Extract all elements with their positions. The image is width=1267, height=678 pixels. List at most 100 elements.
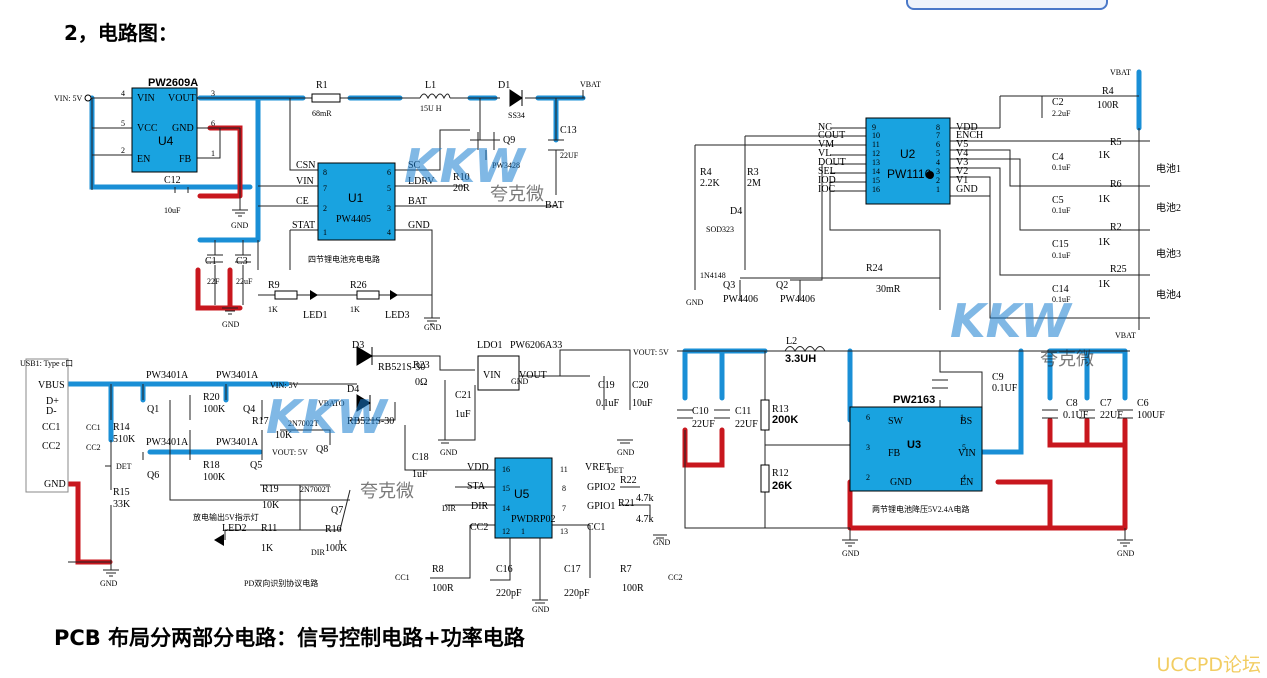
buck-label-36: GND bbox=[1117, 549, 1135, 558]
l1-val: 15U H bbox=[420, 104, 442, 113]
pd-label-33: Q7 bbox=[331, 505, 343, 516]
balance-label-37: 30mR bbox=[876, 284, 901, 295]
u2-right-pin-7: GND bbox=[956, 184, 978, 195]
r26-val: 1K bbox=[350, 305, 360, 314]
balance-label-32: Q3 bbox=[723, 280, 735, 291]
u4-pin-vcc: VCC bbox=[137, 123, 158, 134]
u5-chip bbox=[494, 457, 553, 539]
pd-label-67: 16 bbox=[502, 465, 510, 474]
pd-label-50: C21 bbox=[455, 390, 472, 401]
pd-label-28: R19 bbox=[262, 484, 279, 495]
l2-coil bbox=[784, 346, 826, 353]
pd-label-99: GND bbox=[100, 579, 118, 588]
buck-label-10: R12 bbox=[772, 468, 789, 479]
u2-lnum-1: 10 bbox=[872, 131, 880, 140]
pd-label-92: C16 bbox=[496, 564, 513, 575]
pd-label-81: 1 bbox=[521, 527, 525, 536]
pd-label-97: CC2 bbox=[668, 573, 683, 582]
u2-right-pin-1: ENCH bbox=[956, 130, 983, 141]
pd-circuit bbox=[25, 346, 667, 604]
u2-chip bbox=[865, 117, 951, 205]
u1-left-csn: CSN bbox=[296, 160, 315, 171]
pd-label-100: GND bbox=[440, 448, 458, 457]
pd-label-79: U5 bbox=[514, 487, 530, 501]
balance-label-13: C4 bbox=[1052, 152, 1064, 163]
charger-gnd-1: GND bbox=[231, 221, 249, 230]
u1-chip bbox=[317, 162, 396, 241]
buck-label-25: 6 bbox=[866, 413, 870, 422]
d1-ref: D1 bbox=[498, 80, 510, 91]
section-heading: 2，电路图： bbox=[64, 21, 178, 45]
kkw-logo-3: KKW bbox=[266, 390, 389, 444]
pd-label-38: 100K bbox=[325, 543, 348, 554]
pd-label-45: RB521S-30 bbox=[378, 362, 425, 373]
r13-body bbox=[760, 399, 770, 431]
u2-left-pin-2: VM bbox=[818, 139, 834, 150]
u2-left-pin-6: IOD bbox=[818, 175, 836, 186]
pd-label-36: VBATO bbox=[318, 399, 345, 408]
u4-num-6: 6 bbox=[211, 119, 215, 128]
charger-title: 四节锂电池充电电路 bbox=[308, 254, 380, 264]
pd-gnd-symbols bbox=[103, 439, 667, 604]
balance-label-20: 0.1uF bbox=[1052, 295, 1071, 304]
u4-pin-en: EN bbox=[137, 154, 150, 165]
buck-label-7: 22UF bbox=[735, 419, 758, 430]
pd-label-48: R23 bbox=[413, 360, 430, 371]
u1-rnum-3: 3 bbox=[387, 204, 391, 213]
u2-left-pin-3: VL bbox=[818, 148, 831, 159]
l1-coil bbox=[419, 93, 451, 100]
kkw-watermark-3: KKW 夸克微 bbox=[266, 390, 414, 502]
pd-label-37: R16 bbox=[325, 524, 342, 535]
balance-label-33: PW4406 bbox=[723, 294, 758, 305]
u2-left-pin-5: SEL bbox=[818, 166, 836, 177]
u2-ref: U2 bbox=[900, 147, 916, 161]
pd-label-101: GND bbox=[617, 448, 635, 457]
buck-label-30: EN bbox=[960, 477, 973, 488]
buck-label-21: U3 bbox=[907, 439, 921, 451]
c3-val: 22uF bbox=[236, 277, 253, 286]
balance-label-30: SOD323 bbox=[706, 225, 734, 234]
balance-label-10: 1K bbox=[1098, 237, 1111, 248]
u2-right-pin-4: V3 bbox=[956, 157, 968, 168]
pd-label-54: LDO1 bbox=[477, 340, 503, 351]
balance-label-26: 2.2K bbox=[700, 178, 721, 189]
pd-labels: USB1: Type c口VBUSD+D-CC1CC2GNDCC1CC2DETR… bbox=[20, 340, 683, 614]
pd-label-14: PW3401A bbox=[146, 370, 189, 381]
pd-label-51: 1uF bbox=[455, 409, 471, 420]
balance-label-29: D4 bbox=[730, 206, 742, 217]
footer-caption: PCB 布局分两部分电路：信号控制电路+功率电路 bbox=[54, 626, 525, 650]
balance-label-27: R3 bbox=[747, 167, 759, 178]
balance-label-31: 1N4148 bbox=[700, 271, 726, 280]
r12-body bbox=[760, 464, 770, 493]
r1-ref: R1 bbox=[316, 80, 328, 91]
u2-left-pin-0: NC bbox=[818, 122, 832, 133]
u4-num-2: 2 bbox=[121, 146, 125, 155]
u4-pin-fb: FB bbox=[179, 154, 192, 165]
c12-val: 10uF bbox=[164, 206, 181, 215]
pd-label-49: 0Ω bbox=[415, 377, 427, 388]
pd-label-89: 100R bbox=[432, 583, 454, 594]
u2-right-pin-3: V4 bbox=[956, 148, 968, 159]
pd-label-20: Q6 bbox=[147, 470, 159, 481]
vin-port bbox=[84, 94, 92, 102]
pd-label-80: PWDRP02 bbox=[511, 514, 555, 525]
u2-rnum-1: 7 bbox=[936, 131, 940, 140]
buck-label-15: 0.1UF bbox=[1063, 410, 1089, 421]
pd-label-29: 10K bbox=[262, 500, 280, 511]
buck-label-14: C8 bbox=[1066, 398, 1078, 409]
buck-label-12: C9 bbox=[992, 372, 1004, 383]
balance-label-18: 0.1uF bbox=[1052, 251, 1071, 260]
pd-label-64: STA bbox=[467, 481, 486, 492]
pd-label-35: VOUT: 5V bbox=[272, 448, 308, 457]
d1-val: SS34 bbox=[508, 111, 525, 120]
u4-part: PW2609A bbox=[148, 77, 198, 89]
balance-label-14: 0.1uF bbox=[1052, 163, 1071, 172]
buck-label-16: C7 bbox=[1100, 398, 1112, 409]
balance-label-28: 2M bbox=[747, 178, 761, 189]
balance-label-12: 1K bbox=[1098, 279, 1111, 290]
uccpd-watermark: UCCPD论坛 bbox=[1156, 654, 1261, 676]
charger-gnd-2: GND bbox=[222, 320, 240, 329]
pd-label-95: 220pF bbox=[564, 588, 590, 599]
r9-ref: R9 bbox=[268, 280, 280, 291]
buck-label-20: PW2163 bbox=[893, 394, 935, 406]
